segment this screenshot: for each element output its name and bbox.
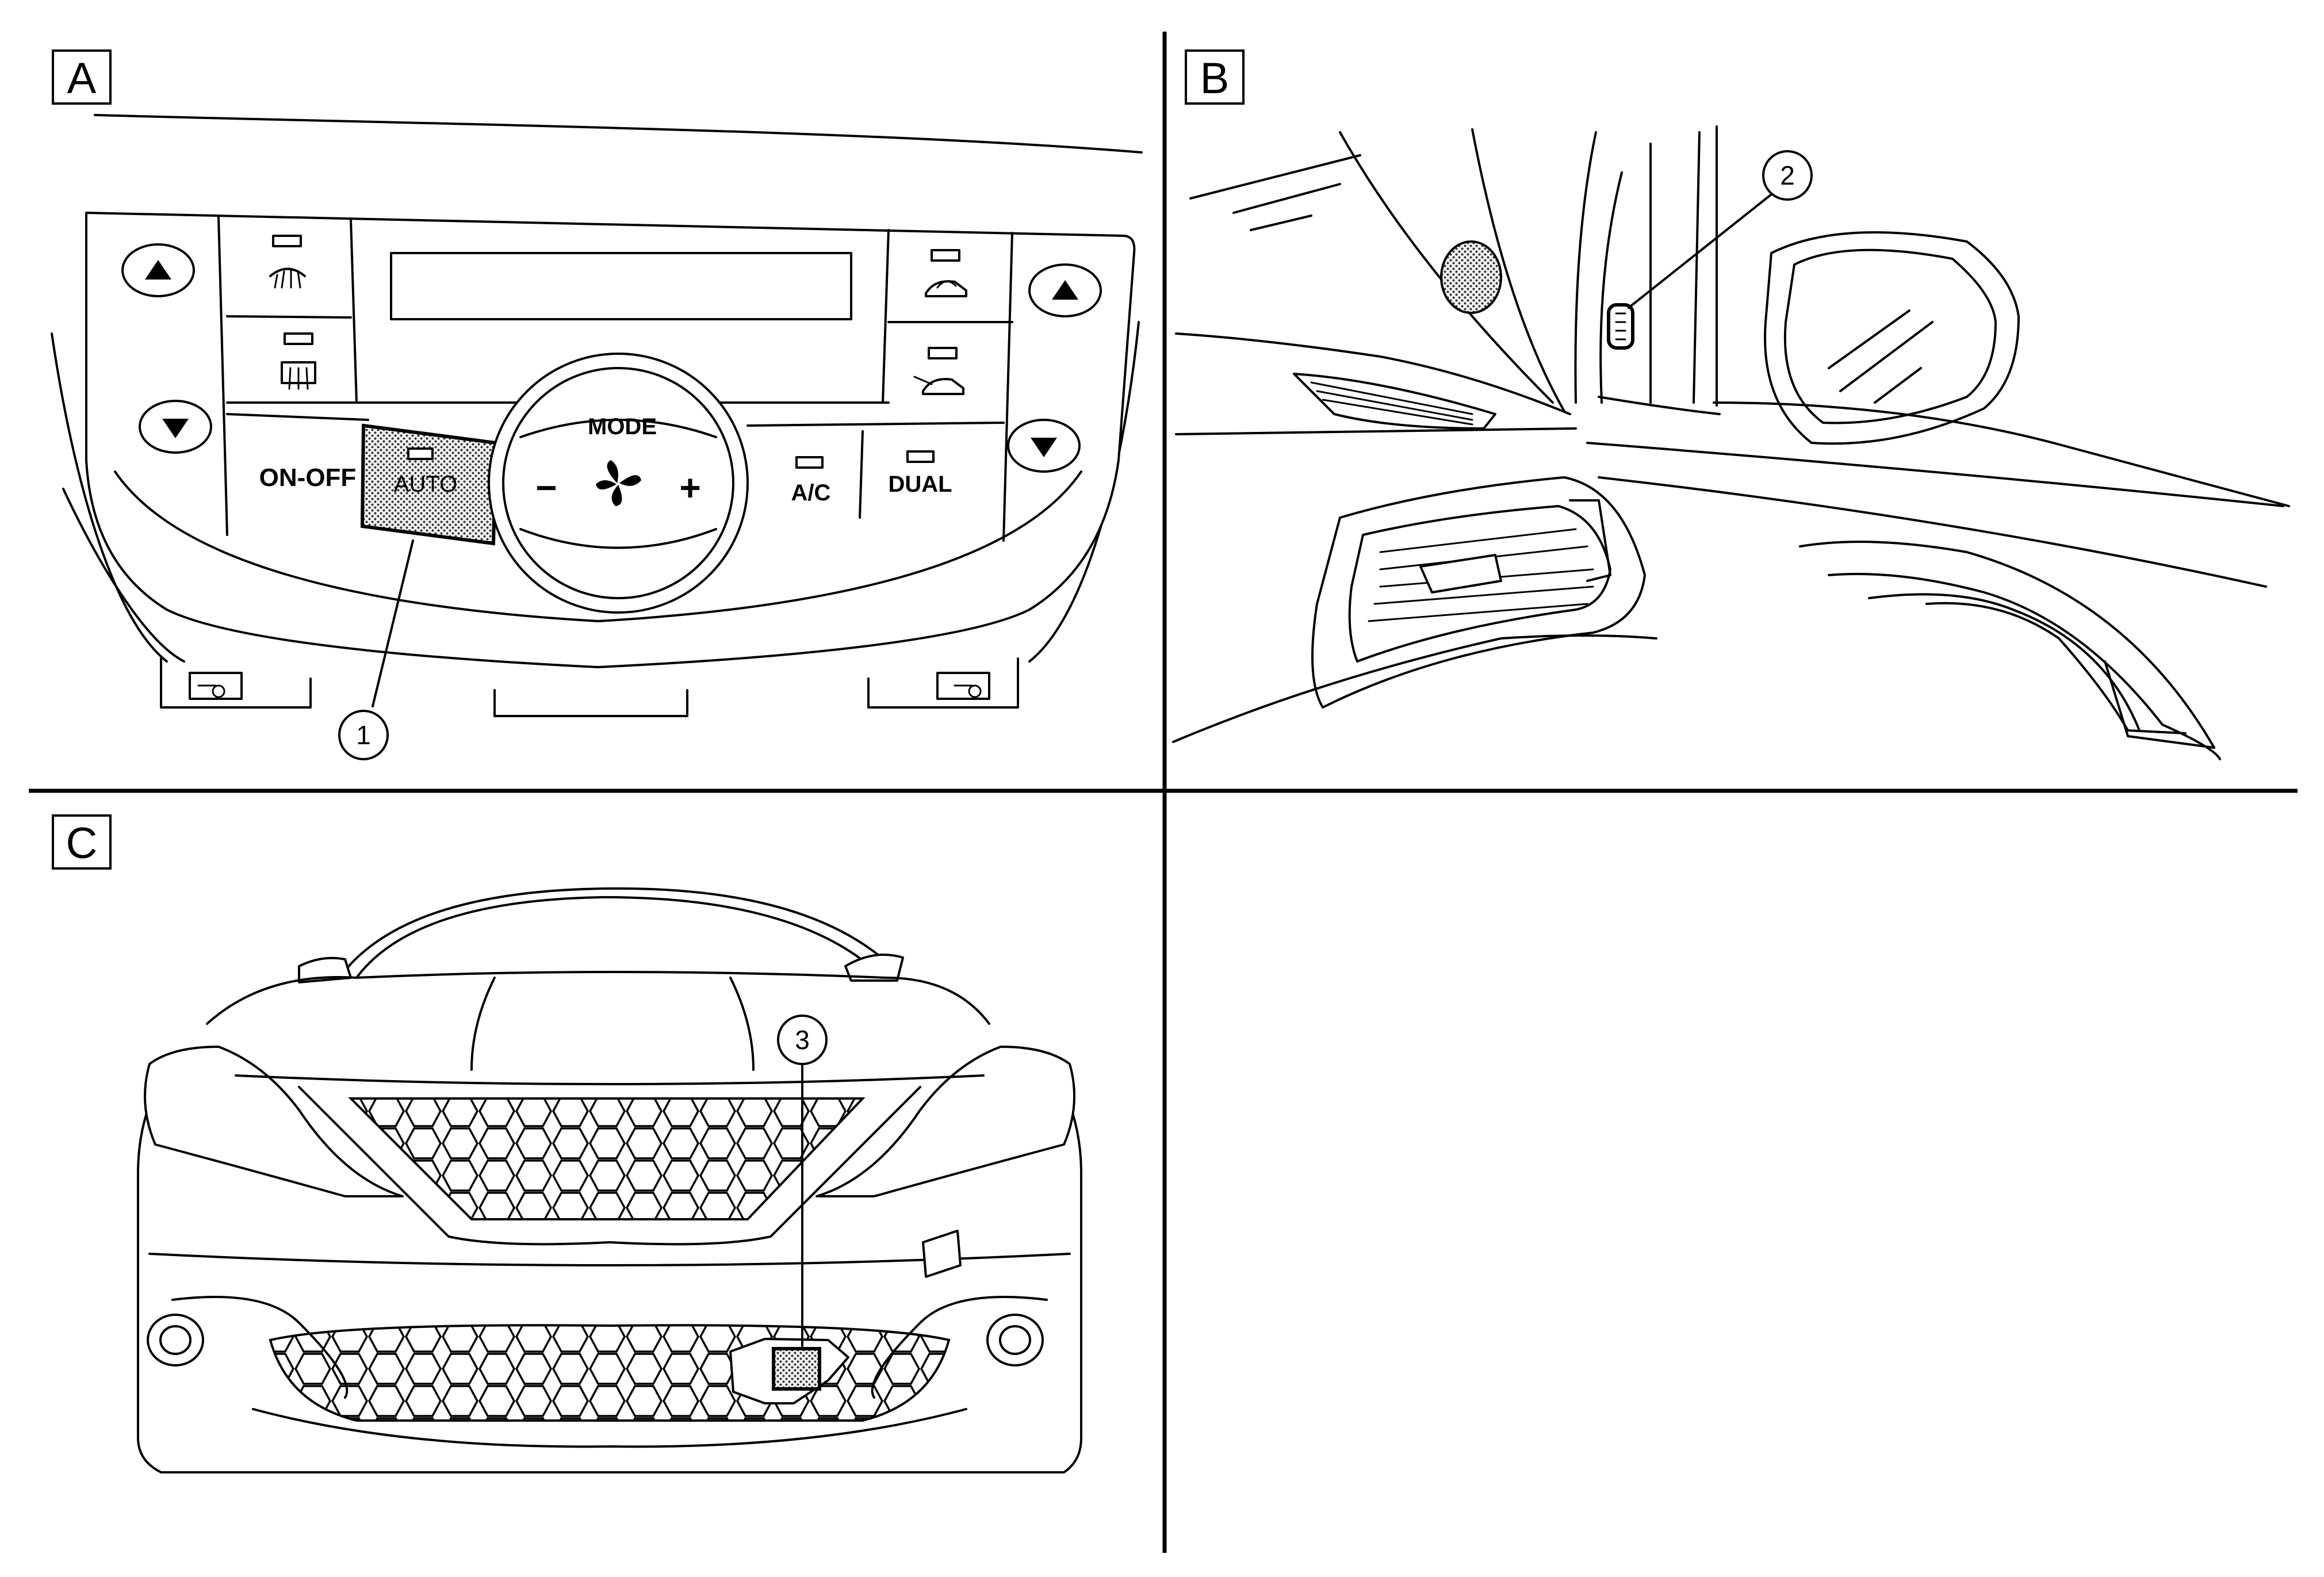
up-arrow-icon: [1052, 280, 1078, 300]
callout-1: 1: [338, 539, 414, 760]
up-arrow-icon: [145, 260, 171, 280]
callout-3: 3: [777, 1015, 828, 1350]
climate-control-panel: ON-OFF AUTO MODE − + A/C DUAL: [51, 114, 1143, 717]
panel-letter-c: C: [66, 819, 98, 868]
right-headlight: [815, 1046, 1075, 1197]
panel-label-a: A: [52, 49, 112, 105]
ac-button[interactable]: A/C: [791, 480, 831, 506]
down-arrow-icon: [162, 419, 189, 438]
sunload-sensor: [1607, 303, 1634, 350]
dashboard-view: [1172, 125, 2290, 760]
upper-grille: [348, 1097, 866, 1220]
callout-number-3: 3: [795, 1025, 810, 1055]
auto-button[interactable]: [360, 423, 498, 546]
fan-speed-up-button[interactable]: +: [679, 467, 700, 508]
panel-letter-b: B: [1200, 54, 1230, 103]
ambient-sensor: [772, 1347, 821, 1391]
mode-dial[interactable]: [488, 353, 749, 614]
right-fog-light: [986, 1314, 1044, 1367]
fresh-air-icon: [922, 378, 964, 395]
left-headlight: [144, 1046, 404, 1197]
panel-letter-a: A: [67, 54, 97, 103]
vehicle-front-view: [137, 887, 1082, 1473]
front-defroster-button[interactable]: [269, 235, 306, 289]
panel-label-c: C: [52, 814, 112, 870]
down-arrow-icon: [1031, 438, 1057, 457]
on-off-button[interactable]: ON-OFF: [259, 464, 357, 492]
fan-icon: [596, 460, 641, 506]
tweeter-speaker: [1440, 240, 1502, 314]
tow-hook-cover: [922, 1230, 962, 1278]
side-mirror: [1764, 231, 2020, 445]
left-fog-light: [147, 1314, 204, 1367]
callout-number-2: 2: [1780, 160, 1795, 190]
lower-grille: [269, 1324, 951, 1422]
panel-label-b: B: [1185, 49, 1245, 105]
callout-2: 2: [1628, 150, 1813, 309]
rear-defroster-button[interactable]: [281, 332, 316, 390]
auto-button-label: AUTO: [394, 472, 457, 497]
recirculation-button[interactable]: [925, 249, 967, 297]
callout-number-1: 1: [356, 720, 371, 750]
side-air-vent: [1311, 476, 1646, 709]
panel-dividers: [29, 32, 2298, 1553]
mode-label: MODE: [588, 414, 657, 439]
front-defroster-icon: [269, 267, 306, 277]
fan-speed-down-button[interactable]: −: [535, 467, 557, 508]
fresh-air-button[interactable]: [913, 347, 964, 395]
dual-button[interactable]: DUAL: [888, 472, 952, 497]
